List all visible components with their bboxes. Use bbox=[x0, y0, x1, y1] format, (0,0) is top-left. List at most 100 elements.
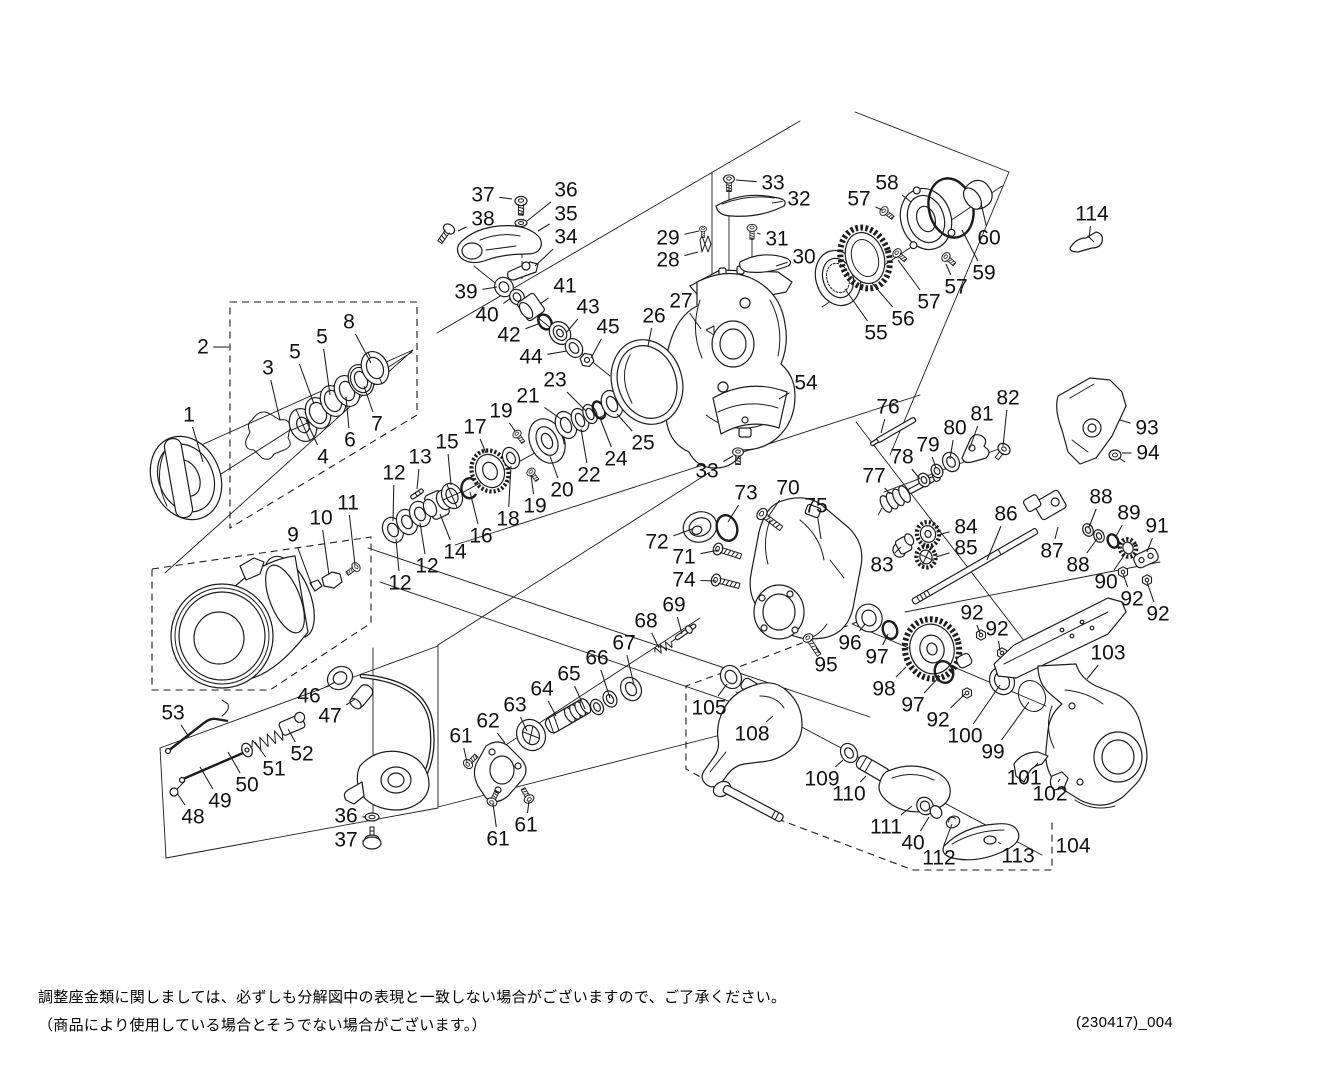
part-label-47: 47 bbox=[318, 705, 341, 728]
part-label-82: 82 bbox=[996, 387, 1019, 410]
part-label-25: 25 bbox=[631, 432, 654, 455]
bail-arm-assembly bbox=[437, 195, 595, 368]
leader-line-75 bbox=[817, 517, 822, 540]
part-label-70: 70 bbox=[776, 477, 799, 500]
leader-line-74 bbox=[700, 579, 717, 582]
part-label-38: 38 bbox=[471, 208, 494, 231]
drag-washer-box bbox=[229, 301, 418, 529]
leader-line-57 bbox=[945, 263, 952, 276]
part-label-58: 58 bbox=[875, 172, 898, 195]
leader-line-92 bbox=[976, 624, 981, 634]
part-label-62: 62 bbox=[476, 710, 499, 733]
part-label-43: 43 bbox=[576, 296, 599, 319]
part-label-104: 104 bbox=[1055, 835, 1090, 858]
leader-line-50 bbox=[227, 751, 241, 774]
part-label-92: 92 bbox=[985, 618, 1008, 641]
leader-line-70 bbox=[767, 499, 781, 518]
leader-line-19 bbox=[530, 474, 535, 495]
part-label-84: 84 bbox=[954, 516, 978, 539]
part-label-56: 56 bbox=[891, 308, 914, 331]
leader-line-91 bbox=[1146, 537, 1153, 553]
leader-line-99 bbox=[1001, 701, 1030, 741]
part-label-92: 92 bbox=[1120, 588, 1143, 611]
drag-knob-assembly bbox=[149, 435, 223, 521]
rotor bbox=[610, 174, 796, 469]
part-label-69: 69 bbox=[662, 594, 685, 617]
drag-washer-stack bbox=[245, 350, 390, 460]
part-label-22: 22 bbox=[577, 464, 600, 487]
leader-line-76 bbox=[880, 418, 886, 434]
leader-line-16 bbox=[469, 491, 479, 525]
part-label-35: 35 bbox=[554, 203, 577, 226]
leader-line-46 bbox=[325, 681, 336, 688]
leader-line-62 bbox=[496, 732, 506, 744]
leader-line-88 bbox=[1088, 508, 1097, 528]
part-label-80: 80 bbox=[943, 417, 966, 440]
clicker-holder bbox=[321, 571, 343, 589]
leader-line-97 bbox=[882, 633, 889, 646]
leader-line-98 bbox=[895, 666, 907, 678]
part-label-34: 34 bbox=[554, 226, 578, 249]
leader-line-60 bbox=[980, 202, 987, 227]
leader-line-5 bbox=[298, 363, 315, 405]
handle-arm bbox=[701, 682, 803, 788]
anti-reverse-lever bbox=[1013, 751, 1049, 783]
leader-line-82 bbox=[1002, 409, 1008, 447]
leader-line-1 bbox=[192, 426, 204, 463]
leader-line-49 bbox=[199, 766, 214, 790]
part-label-59: 59 bbox=[972, 262, 995, 285]
part-label-57: 57 bbox=[847, 188, 870, 211]
part-label-77: 77 bbox=[862, 465, 885, 488]
leader-line-110 bbox=[859, 775, 867, 783]
part-label-46: 46 bbox=[297, 685, 320, 708]
footnote-line-1: 調整座金類に関しましては、必ずしも分解図中の表現と一致しない場合がございますので… bbox=[38, 989, 787, 1006]
leader-line-32 bbox=[771, 200, 783, 204]
leader-line-73 bbox=[727, 504, 740, 523]
spool-shaft-washers bbox=[381, 389, 625, 544]
leader-line-67 bbox=[626, 654, 635, 686]
part-label-86: 86 bbox=[994, 503, 1017, 526]
leader-line-63 bbox=[520, 716, 528, 732]
leader-line-78 bbox=[911, 468, 921, 480]
part-label-14: 14 bbox=[443, 541, 467, 564]
leader-line-48 bbox=[176, 792, 186, 806]
part-label-54: 54 bbox=[794, 372, 818, 395]
part-label-114: 114 bbox=[1075, 203, 1109, 226]
leader-line-92 bbox=[1122, 573, 1129, 588]
part-label-33: 33 bbox=[761, 172, 784, 195]
part-label-81: 81 bbox=[970, 403, 993, 426]
part-label-23: 23 bbox=[543, 369, 566, 392]
part-label-10: 10 bbox=[309, 507, 332, 530]
stopper-clip bbox=[1069, 231, 1103, 253]
leader-line-102 bbox=[1057, 778, 1061, 783]
part-label-53: 53 bbox=[161, 702, 184, 725]
leader-line-21 bbox=[544, 406, 562, 420]
part-label-11: 11 bbox=[337, 492, 359, 515]
leader-line-33 bbox=[723, 455, 734, 462]
leader-line-24 bbox=[599, 417, 612, 448]
leader-line-96 bbox=[859, 623, 866, 632]
part-label-20: 20 bbox=[550, 479, 573, 502]
part-label-49: 49 bbox=[208, 790, 231, 813]
part-label-28: 28 bbox=[656, 249, 679, 272]
leader-line-26 bbox=[647, 327, 653, 347]
part-label-40: 40 bbox=[475, 304, 498, 327]
leader-line-51 bbox=[254, 741, 267, 758]
part-label-32: 32 bbox=[787, 188, 810, 211]
leader-line-15 bbox=[447, 453, 452, 486]
gearbox-body bbox=[682, 497, 899, 659]
part-label-51: 51 bbox=[262, 758, 285, 781]
spool-box bbox=[151, 536, 372, 691]
leader-line-25 bbox=[616, 413, 633, 432]
leader-line-12 bbox=[392, 484, 395, 522]
leader-line-79 bbox=[931, 456, 937, 469]
spool-clicker bbox=[309, 579, 323, 592]
part-label-55: 55 bbox=[864, 322, 887, 345]
worm-gear-parts bbox=[869, 416, 1011, 570]
part-label-9: 9 bbox=[287, 524, 299, 547]
part-label-112: 112 bbox=[922, 847, 955, 870]
part-label-13: 13 bbox=[408, 446, 431, 469]
leader-line-36 bbox=[526, 201, 552, 222]
leader-line-40 bbox=[503, 297, 512, 304]
